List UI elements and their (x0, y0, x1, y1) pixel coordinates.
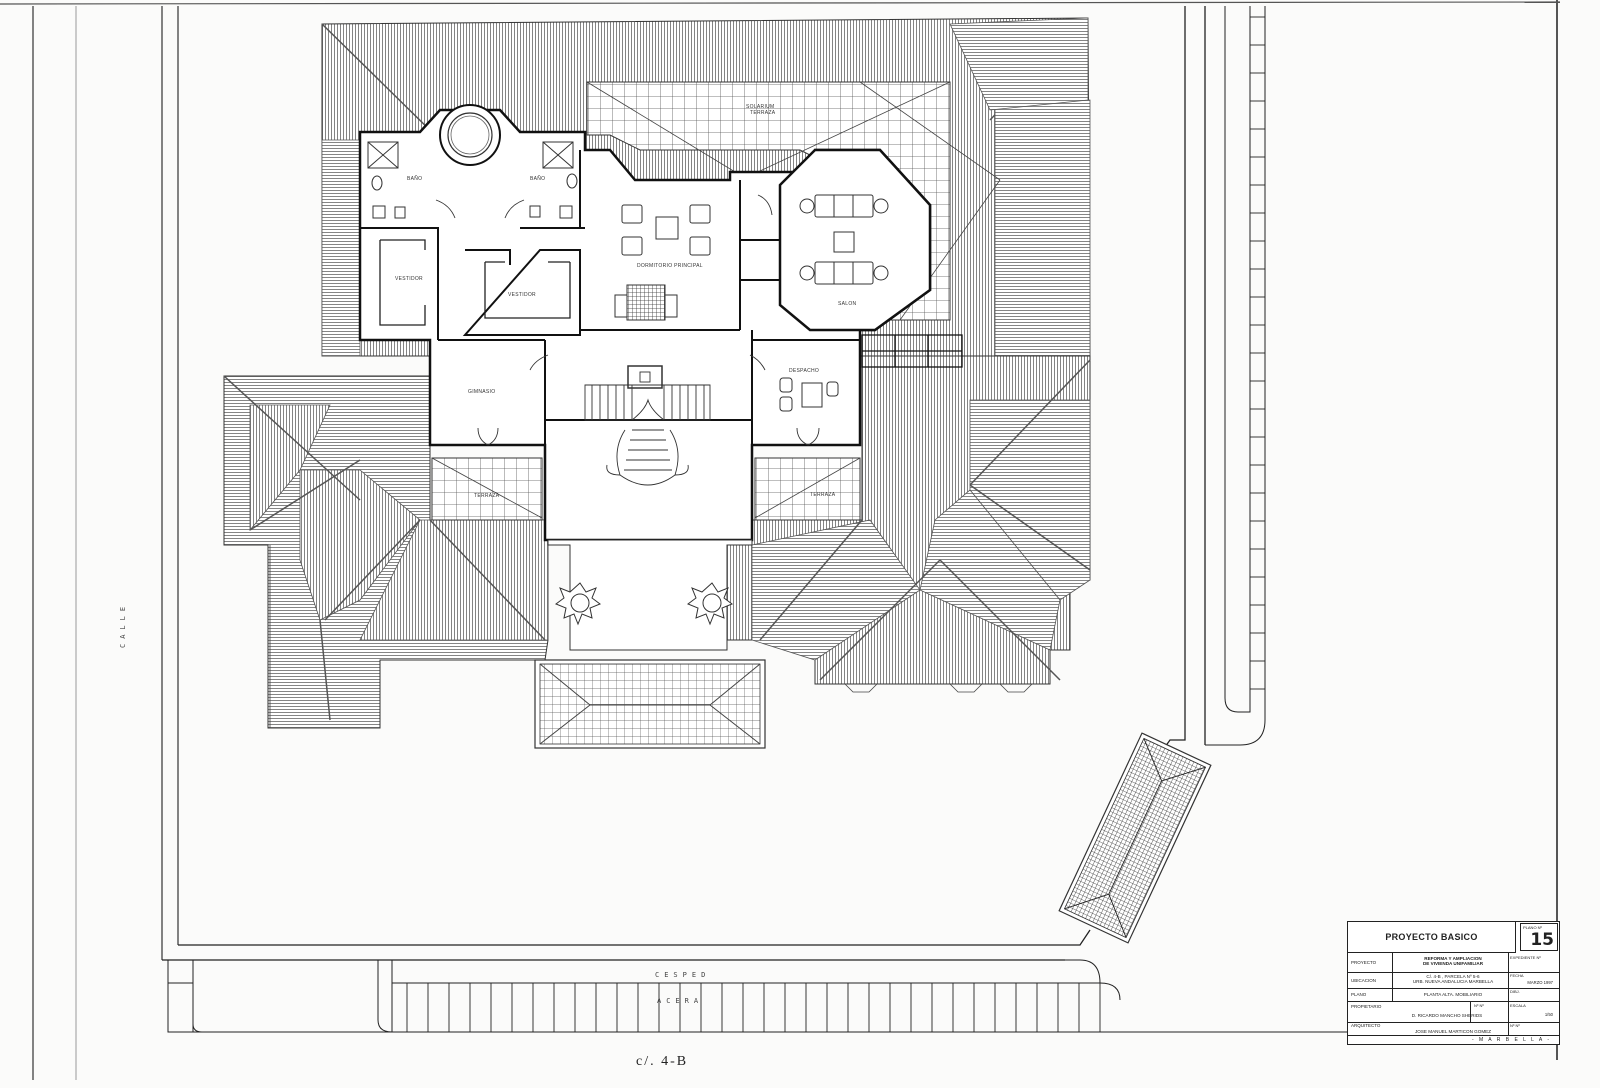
door-swings (435, 194, 820, 446)
room-label-dormitorio: DORMITORIO PRINCIPAL (637, 263, 703, 269)
room-label-solarium-terraza: TERRAZA (750, 110, 776, 116)
sheet-number-caption: PLANO Nº (1523, 925, 1543, 930)
title-block: PROYECTO BASICO PLANO Nº 15 PROYECTO REF… (1347, 921, 1560, 1045)
sheet-frame (0, 0, 1561, 1080)
row-value: JOSE MANUEL MARTICON GOMEZ (1394, 1029, 1512, 1034)
row-key: ARQUITECTO (1351, 1023, 1381, 1028)
row-right-key: DIBJ. (1510, 989, 1520, 994)
bedroom-furniture (614, 204, 711, 321)
room-label-bano-right: BAÑO (530, 175, 545, 182)
row-right-value: 1/50 (1544, 1012, 1553, 1017)
row-right-value: MARZO 1997 (1527, 980, 1553, 985)
row-key: PLANO (1351, 992, 1367, 997)
row-right-key: EXPEDIENTE Nº (1510, 955, 1541, 960)
row-right-key: FECHA (1510, 973, 1524, 978)
forecourt (547, 539, 753, 651)
room-label-gimnasio: GIMNASIO (468, 389, 495, 395)
right-curb-tiles (1250, 16, 1265, 690)
staircase (584, 365, 711, 486)
title-row-propietario: PROPIETARIO D. RICARDO MANCHO SHERIDS Nº… (1348, 1001, 1559, 1023)
terraces-lower (431, 457, 861, 521)
room-label-solarium: SOLARIUM (746, 104, 775, 110)
room-label-bano-left: BAÑO (407, 175, 422, 182)
office-furniture (779, 377, 839, 412)
sheet-number: 15 (1530, 930, 1554, 950)
street-label-bottom: c/. 4-B (636, 1054, 688, 1069)
closets (379, 239, 571, 326)
value-line-1: REFORMA Y AMPLIACION (1424, 956, 1482, 961)
value-line-1: D. RICARDO MANCHO SHERIDS (1411, 1013, 1483, 1018)
value-line-1: C/. 4-B , PARCELA Nº 5-6 (1426, 974, 1480, 979)
title-block-footer: - M A R B E L L A - (1348, 1035, 1559, 1044)
value-line-1: PLANTA ALTA. MOBILIARIO (1423, 992, 1483, 997)
salon-furniture (799, 194, 889, 285)
title-row-arquitecto: ARQUITECTO JOSE MANUEL MARTICON GOMEZ Nº… (1348, 1022, 1559, 1035)
value-line-2: URB. NUEVA ANDALUCIA MARBELLA (1412, 979, 1494, 985)
bath-fixtures (367, 141, 578, 219)
room-label-despacho: DESPACHO (789, 368, 819, 374)
row-value: PLANTA ALTA. MOBILIARIO (1394, 992, 1512, 997)
roof-left-wing (223, 375, 549, 729)
row-key: PROYECTO (1351, 960, 1377, 965)
sidewalk-label: ACERA (657, 997, 703, 1005)
project-type-title: PROYECTO BASICO (1348, 922, 1516, 953)
title-row-plano: PLANO PLANTA ALTA. MOBILIARIO DIBJ. (1348, 988, 1559, 1002)
value-line-1: JOSE MANUEL MARTICON GOMEZ (1414, 1029, 1492, 1034)
row-mid-key: Nº Nº (1474, 1003, 1484, 1008)
row-value: D. RICARDO MANCHO SHERIDS (1388, 1013, 1506, 1018)
room-labels: BAÑO BAÑO VESTIDOR VESTIDOR DORMITORIO P… (395, 175, 857, 499)
room-label-salon: SALON (838, 301, 857, 307)
row-right-key: Nº Nº (1510, 1023, 1520, 1028)
street-label-calle: CALLE (119, 602, 127, 648)
lawn-label: CESPED (655, 971, 710, 979)
right-road (1205, 6, 1266, 746)
room-label-vestidor-left: VESTIDOR (395, 276, 423, 282)
sheet-number-box: PLANO Nº 15 (1520, 923, 1558, 951)
row-key: PROPIETARIO (1351, 1004, 1382, 1009)
roof-right-wing (726, 355, 1091, 693)
value-line-2: DE VIVIENDA UNIFAMILIAR (1422, 961, 1484, 967)
bottom-curb-tiles (406, 983, 1101, 1032)
room-label-vestidor-right: VESTIDOR (508, 292, 536, 298)
row-key: UBICACION (1351, 978, 1377, 983)
row-right-key: ESCALA (1510, 1003, 1526, 1008)
room-label-terraza-left: TERRAZA (474, 493, 500, 499)
roof-front-porch (534, 659, 766, 749)
roof-gatehouse (1058, 732, 1212, 944)
skylight (861, 334, 963, 368)
room-label-terraza-right: TERRAZA (810, 492, 836, 498)
